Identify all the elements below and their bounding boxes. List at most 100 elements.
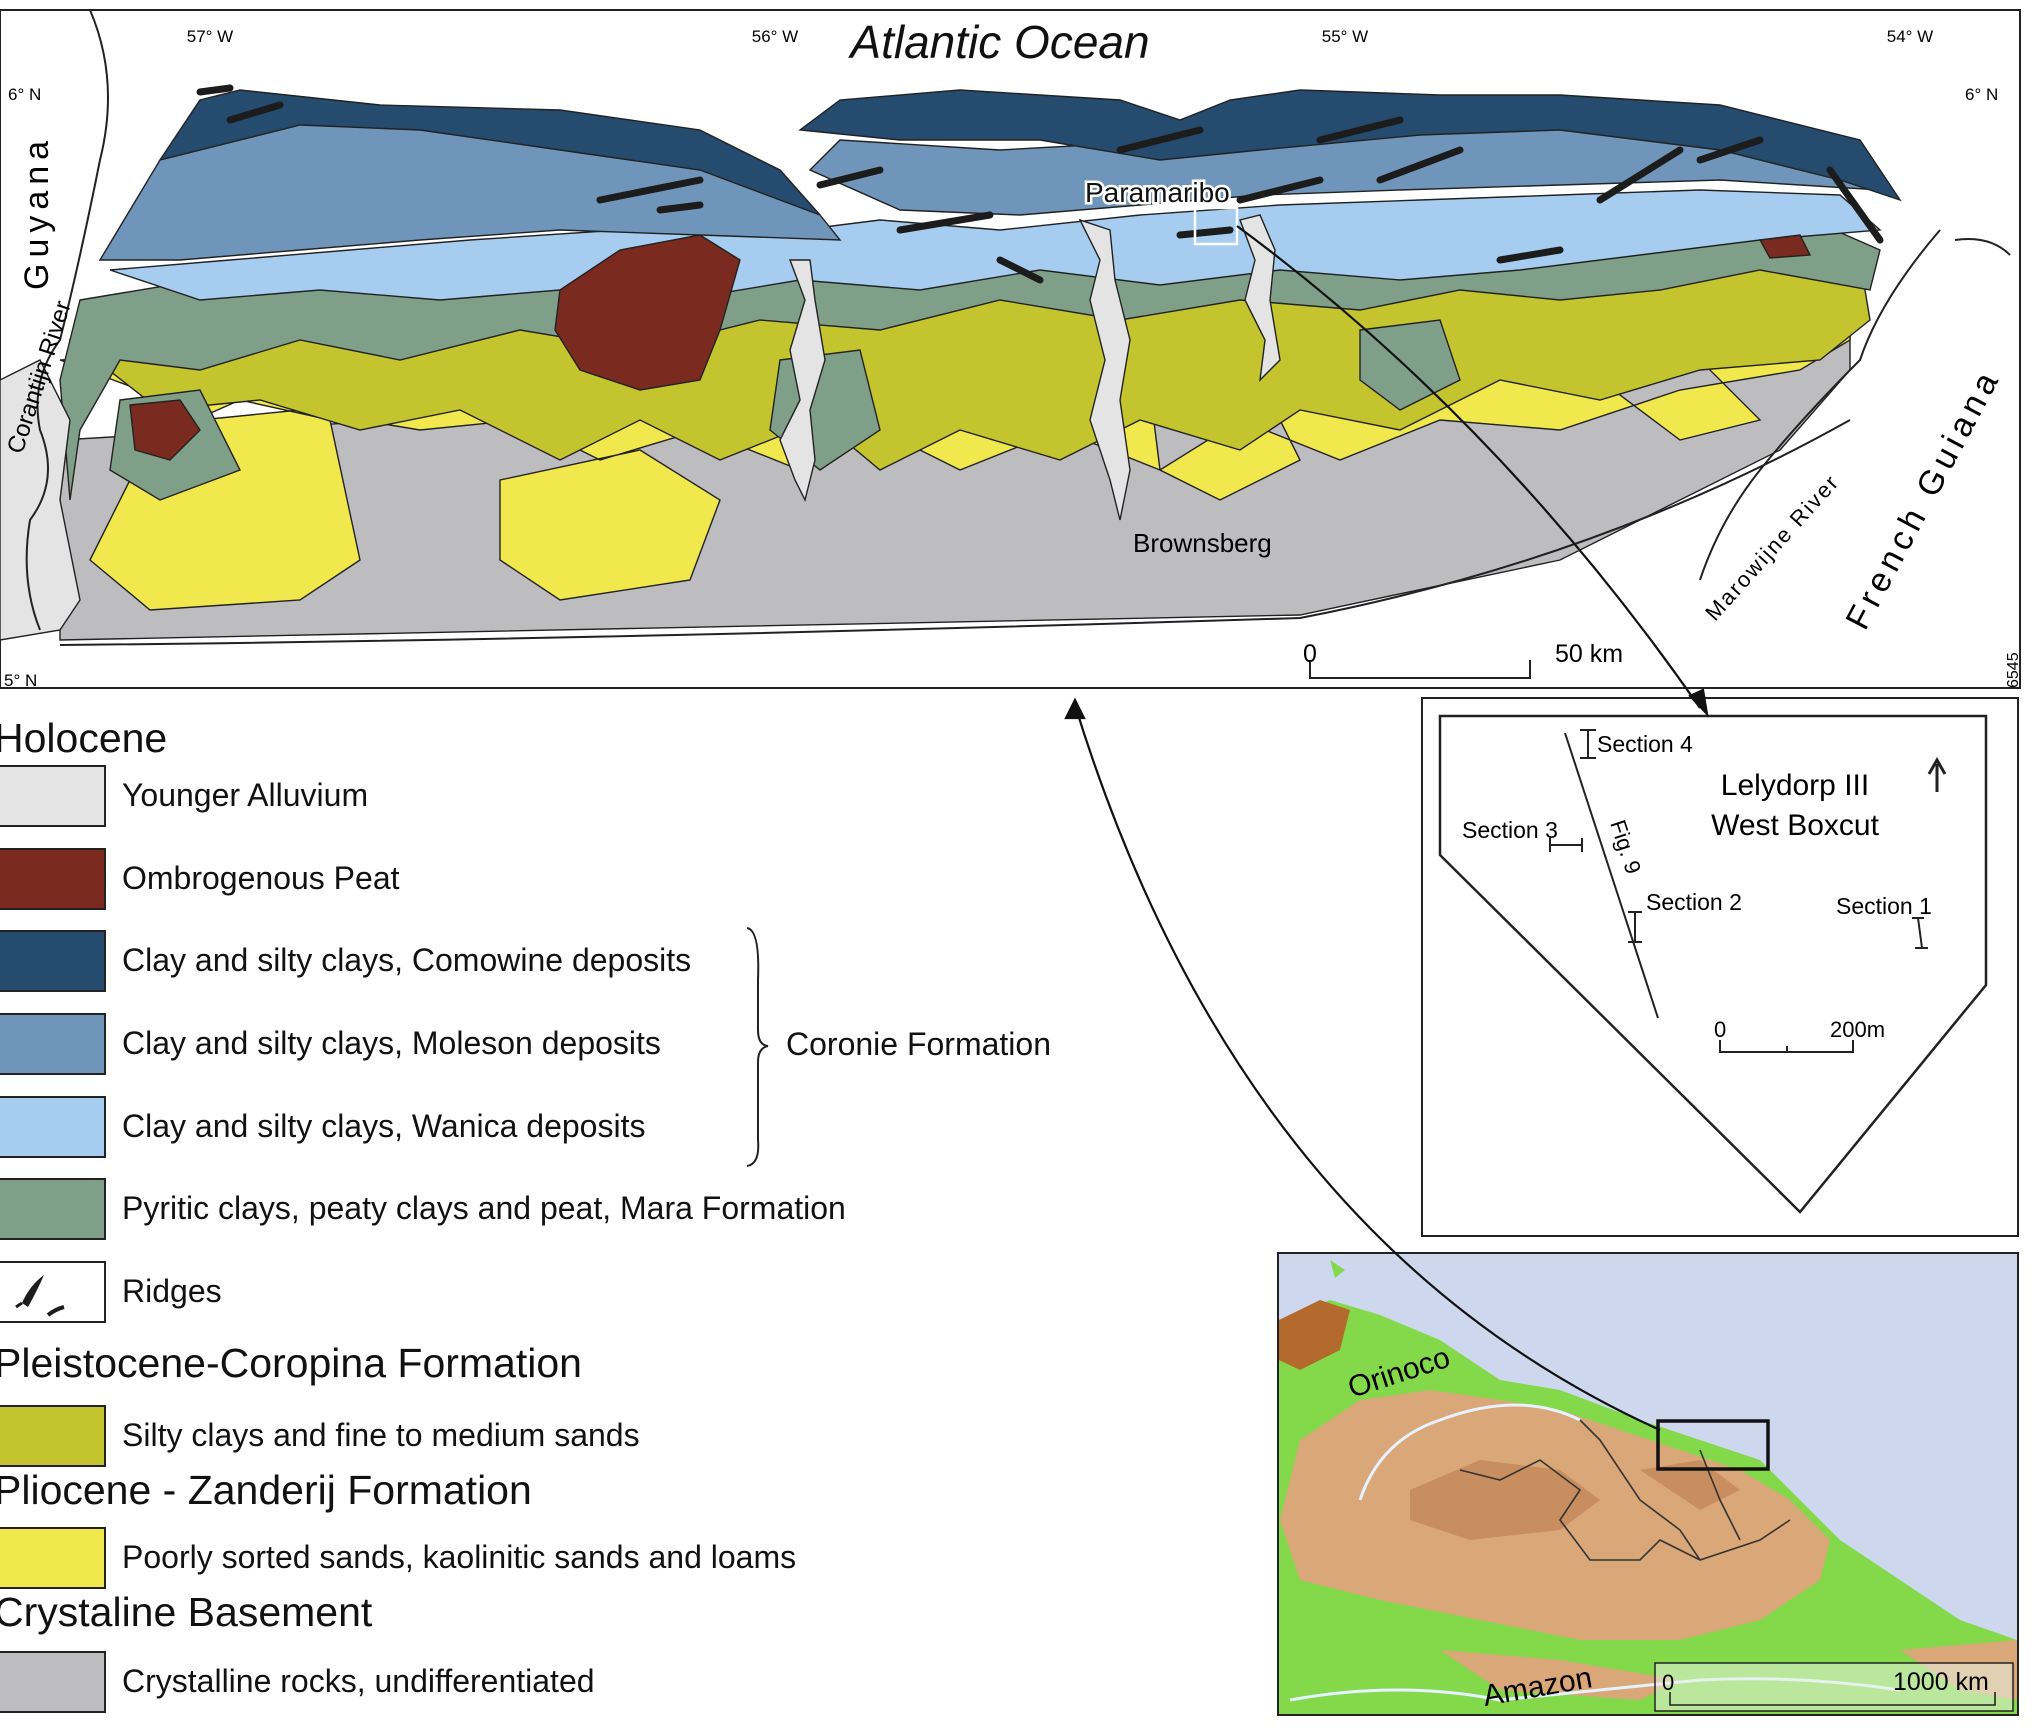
section4-label: Section 4: [1597, 731, 1693, 757]
longitude-label: 55° W: [1322, 27, 1368, 46]
legend-swatch: [0, 930, 106, 992]
ridge: [1176, 226, 1234, 239]
legend-item-crystalline: Crystalline rocks, undifferentiated: [0, 1651, 1090, 1715]
detail-inset: Section 4 Section 3 Section 2 Section 1 …: [1421, 697, 2019, 1237]
legend-swatch: [0, 1405, 106, 1467]
latitude-label: 6° N: [8, 85, 41, 104]
section1-marker: [1912, 917, 1928, 949]
alluvium-area: [0, 214, 1281, 641]
legend-item-mara: Pyritic clays, peaty clays and peat, Mar…: [0, 1178, 1090, 1242]
legend-swatch-ridges: [0, 1261, 106, 1323]
geological-map: Atlantic Ocean 57° W 56° W 55° W 54° W 6…: [0, 9, 2022, 690]
ridge: [1496, 246, 1564, 264]
legend-swatch: [0, 1527, 106, 1589]
peat-area: [129, 234, 1812, 461]
legend-group-title: Pleistocene-Coropina Formation: [0, 1340, 582, 1386]
map-outline: [59, 419, 1851, 646]
paramaribo-label: Paramaribo: [1085, 177, 1230, 208]
ridge: [1696, 136, 1764, 164]
legend-label: Ridges: [122, 1273, 222, 1309]
ridge: [226, 101, 284, 124]
inset-scale-bar: [1669, 1692, 1996, 1706]
legend-item-younger-alluvium: Younger Alluvium: [0, 765, 1090, 829]
inset-scale-panel: [1654, 1662, 2014, 1712]
longitude-label: 56° W: [752, 27, 798, 46]
orinoco-river-line: [1358, 1403, 1581, 1501]
ridge: [996, 256, 1044, 284]
coronie-formation-label: Coronie Formation: [786, 1026, 1051, 1062]
ridge-features: [196, 84, 1884, 284]
detail-scale-bar: [1719, 1040, 1854, 1053]
ridge: [1116, 126, 1204, 154]
legend: Holocene Younger Alluvium Ombrogenous Pe…: [0, 705, 1120, 1725]
connector-arrows: [1064, 225, 1709, 1432]
section2-marker: [1628, 911, 1642, 943]
legend-label: Ombrogenous Peat: [122, 860, 400, 896]
legend-item-coropina: Silty clays and fine to medium sands: [0, 1405, 1090, 1469]
boxcut-outline: [1438, 714, 1988, 1214]
inset-upland-shading: [1410, 1460, 1740, 1540]
legend-label: Clay and silty clays, Wanica deposits: [122, 1108, 646, 1144]
ridge: [1596, 146, 1684, 204]
longitude-label: 57° W: [187, 27, 233, 46]
ridge: [596, 176, 704, 204]
coronie-brace: [746, 927, 769, 1167]
fig9-line: [1564, 732, 1659, 1019]
section3-marker: [1549, 838, 1583, 852]
marowijne-coast-line: [1954, 238, 2011, 256]
legend-label: Clay and silty clays, Moleson deposits: [122, 1025, 661, 1061]
legend-label: Poorly sorted sands, kaolinitic sands an…: [122, 1539, 797, 1575]
legend-swatch: [0, 1013, 106, 1075]
longitude-label: 54° W: [1887, 27, 1933, 46]
connector-arrowhead: [1688, 688, 1709, 718]
detail-title-line1: Lelydorp III: [1721, 769, 1869, 802]
brownsberg-label: Brownsberg: [1133, 528, 1272, 558]
map-scale-bar: [1309, 660, 1531, 679]
legend-swatch: [0, 848, 106, 910]
legend-item-comowine: Clay and silty clays, Comowine deposits: [0, 930, 1090, 994]
legend-group-title: Crystaline Basement: [0, 1589, 373, 1635]
map-title: Atlantic Ocean: [847, 16, 1149, 68]
ridge: [1236, 176, 1324, 204]
north-arrow: [1927, 756, 1947, 792]
inset-borders: [1459, 1419, 1791, 1561]
connector-arrowhead: [1064, 697, 1086, 720]
ridge: [816, 166, 884, 189]
legend-item-zanderij: Poorly sorted sands, kaolinitic sands an…: [0, 1527, 1090, 1591]
legend-item-ridges: Ridges: [0, 1261, 1090, 1325]
legend-label: Younger Alluvium: [122, 777, 369, 813]
legend-label: Crystalline rocks, undifferentiated: [122, 1663, 595, 1699]
section2-label: Section 2: [1646, 889, 1742, 915]
legend-group-title: Pliocene - Zanderij Formation: [0, 1467, 532, 1513]
section1-label: Section 1: [1836, 893, 1932, 919]
corantijn-river-line: [25, 9, 109, 631]
ridge: [196, 84, 234, 96]
ridge: [1316, 116, 1404, 144]
section3-label: Section 3: [1462, 817, 1558, 843]
legend-swatch: [0, 1096, 106, 1158]
inset-scale-zero: 0: [1662, 1670, 1674, 1695]
legend-label: Pyritic clays, peaty clays and peat, Mar…: [122, 1190, 846, 1226]
inset-scale-max: 1000 km: [1893, 1668, 1989, 1696]
section4-marker: [1580, 729, 1596, 759]
legend-item-wanica: Clay and silty clays, Wanica deposits: [0, 1096, 1090, 1160]
legend-group-title: Holocene: [0, 715, 168, 761]
detail-scale-max: 200m: [1830, 1017, 1885, 1042]
detail-scale-zero: 0: [1714, 1017, 1726, 1042]
study-area-box: [1656, 1419, 1770, 1471]
figure-code: 6545: [2005, 652, 2022, 688]
ridge: [1376, 146, 1464, 184]
ridges-icon: [15, 1275, 65, 1317]
guyana-label: Guyana: [18, 135, 56, 290]
legend-swatch: [0, 1651, 106, 1713]
legend-item-ombrogenous-peat: Ombrogenous Peat: [0, 848, 1090, 912]
legend-label: Silty clays and fine to medium sands: [122, 1417, 640, 1453]
legend-item-moleson: Clay and silty clays, Moleson deposits: [0, 1013, 1090, 1077]
detail-frame: [1421, 697, 2019, 1237]
ridge: [1826, 166, 1884, 244]
detail-title-line2: West Boxcut: [1711, 809, 1880, 842]
ridge: [896, 211, 994, 234]
connector-to-detail: [1236, 225, 1701, 709]
comowine-area: [158, 89, 1902, 216]
